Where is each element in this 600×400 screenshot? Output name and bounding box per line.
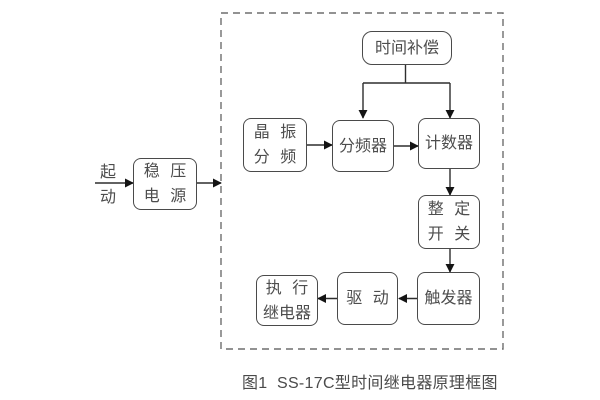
block-drive-label: 驱 动 (346, 290, 389, 307)
block-setting-switch-line2: 开 关 (427, 226, 471, 243)
start-input-label-line2: 动 (99, 189, 116, 206)
figure-caption: 图1 SS-17C型时间继电器原理框图 (242, 375, 498, 392)
block-drive: 驱 动 (337, 272, 398, 325)
block-trigger-label: 触发器 (424, 290, 473, 307)
block-voltage-regulator-line1: 稳 压 (143, 163, 187, 180)
block-frequency-divider-label: 分频器 (338, 137, 387, 155)
block-setting-switch-line1: 整 定 (427, 201, 471, 218)
block-crystal-divider: 晶 振 分 频 (243, 118, 307, 172)
block-execution-relay: 执 行 继电器 (256, 275, 318, 326)
block-counter-label: 计数器 (424, 135, 473, 152)
block-crystal-divider-line1: 晶 振 (253, 124, 297, 141)
block-execution-relay-line1: 执 行 (265, 279, 309, 297)
start-input-label: 起 动 (93, 160, 123, 210)
block-crystal-divider-line2: 分 频 (253, 149, 297, 166)
block-time-compensation-label: 时间补偿 (374, 39, 439, 57)
block-trigger: 触发器 (417, 272, 480, 325)
block-setting-switch: 整 定 开 关 (418, 195, 480, 249)
block-time-compensation: 时间补偿 (362, 31, 452, 65)
block-frequency-divider: 分频器 (332, 120, 394, 172)
block-counter: 计数器 (418, 118, 480, 169)
start-input-label-line1: 起 (99, 164, 116, 181)
block-execution-relay-line2: 继电器 (262, 304, 311, 322)
block-voltage-regulator-line2: 电 源 (143, 188, 187, 205)
block-voltage-regulator: 稳 压 电 源 (133, 158, 197, 210)
